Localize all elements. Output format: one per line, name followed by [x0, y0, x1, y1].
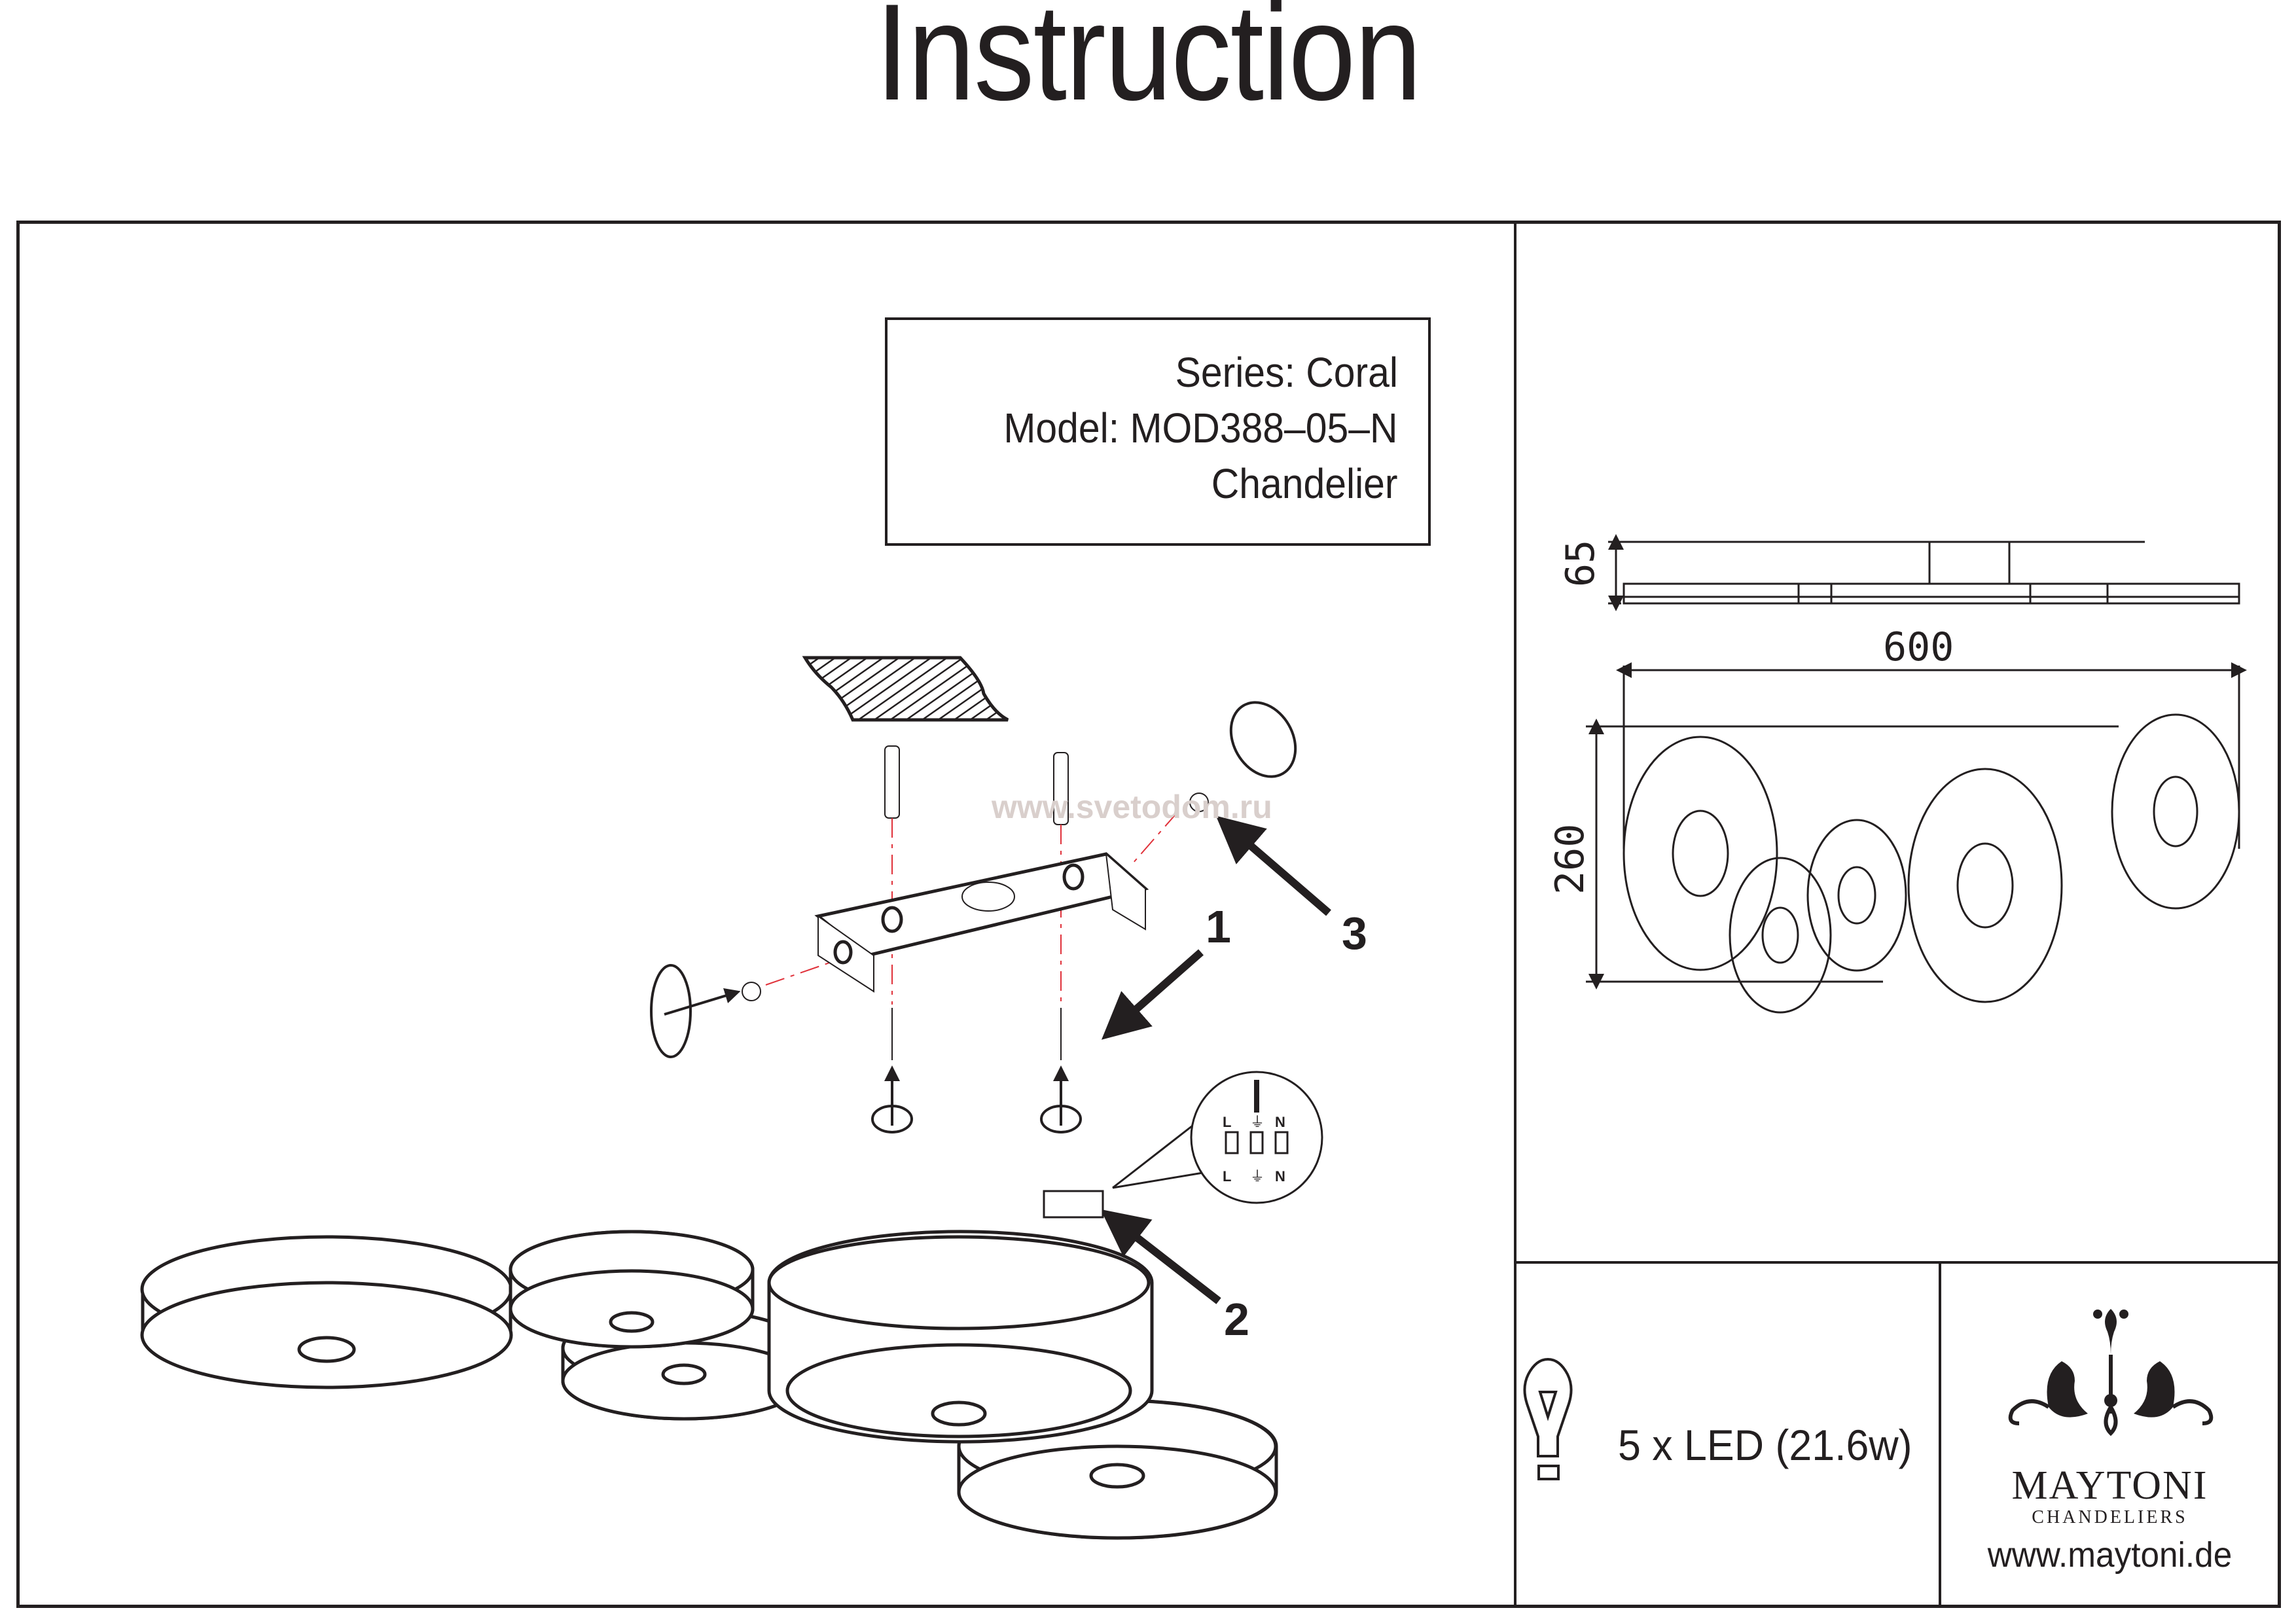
- terminal-label-l: L: [1223, 1114, 1231, 1130]
- disc-1: [140, 1235, 513, 1389]
- disc-3: [509, 1230, 755, 1349]
- wall-plug: [884, 745, 1069, 825]
- dimension-width: 600: [1883, 624, 1954, 670]
- product-type-label: Chandelier: [1211, 460, 1398, 507]
- callout-arrows: [1100, 815, 1331, 1304]
- terminal-label-l-bottom: L: [1223, 1168, 1231, 1185]
- dimension-height: 65: [1558, 540, 1604, 587]
- lamp-spec: 5 x LED (21.6w): [1618, 1421, 1912, 1469]
- callout-3: 3: [1342, 908, 1367, 959]
- brand-subtitle: CHANDELIERS: [2032, 1507, 2188, 1527]
- divider-horizontal: [1514, 1261, 2281, 1264]
- divider-vertical: [1514, 221, 1516, 1608]
- ceiling-slab: [802, 656, 1009, 722]
- terminal-label-earth-bottom: ⏚: [1250, 1168, 1265, 1185]
- callout-1: 1: [1206, 901, 1231, 952]
- disc-4: [767, 1230, 1154, 1444]
- watermark: www.svetodom.ru: [991, 789, 1272, 825]
- wiring-detail: [1043, 1071, 1323, 1219]
- callout-2: 2: [1224, 1294, 1249, 1345]
- series-label: Series: Coral: [1175, 349, 1398, 396]
- brand-name: MAYTONI: [2011, 1463, 2208, 1508]
- dimension-depth: 260: [1547, 824, 1593, 895]
- model-label: Model: MOD388–05–N: [1003, 404, 1398, 452]
- chandelier-ornament-icon: [2008, 1309, 2214, 1436]
- guide-lines: [765, 811, 1179, 1005]
- light-bulb-icon: [1523, 1357, 1573, 1480]
- mounting-bracket: [814, 852, 1149, 993]
- screw-icon: [742, 793, 1209, 1060]
- dimension-drawing: 65 600 260: [1547, 534, 2247, 1014]
- instruction-frame: [16, 221, 2281, 1608]
- terminal-label-n-bottom: N: [1275, 1168, 1285, 1185]
- terminal-label-earth: ⏚: [1250, 1114, 1265, 1130]
- assembly-diagram: 1 3 2 L ⏚ N L ⏚ N www.svetodom.ru: [140, 656, 1367, 1540]
- product-info-box: Series: Coral Model: MOD388–05–N Chandel…: [885, 317, 1431, 546]
- page-title: Instruction: [875, 0, 1422, 129]
- terminal-label-n: N: [1275, 1114, 1285, 1130]
- side-view: [1608, 534, 2240, 611]
- brand-website-link[interactable]: www.maytoni.de: [1987, 1535, 2233, 1575]
- divider-footer: [1939, 1261, 1941, 1608]
- top-view: [1586, 662, 2247, 1014]
- rotate-arrow-icon: [650, 701, 1297, 1133]
- chandelier-fixture: [140, 1230, 1278, 1540]
